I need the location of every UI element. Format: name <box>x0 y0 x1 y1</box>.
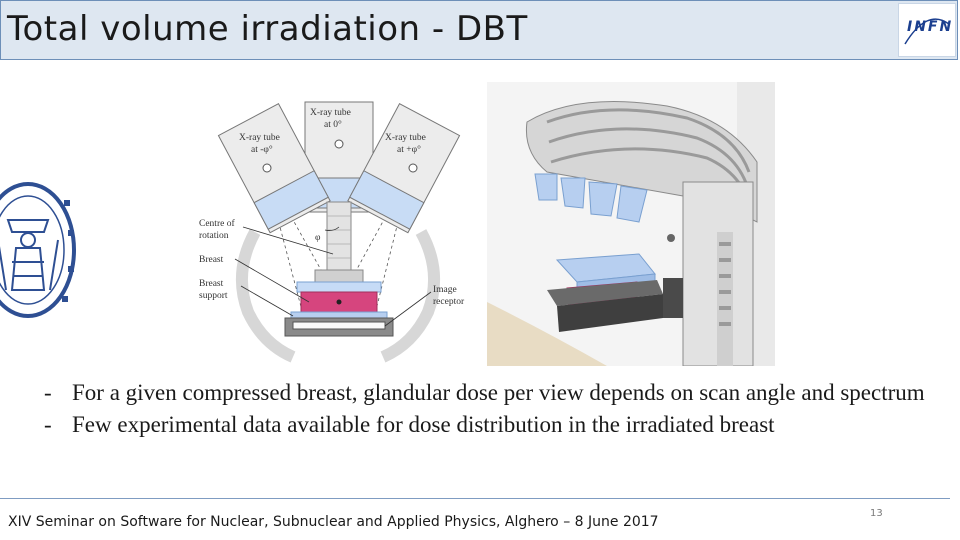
svg-text:at +φ°: at +φ° <box>397 144 421 155</box>
university-seal-icon <box>0 182 76 318</box>
footer-text: XIV Seminar on Software for Nuclear, Sub… <box>8 514 659 530</box>
label-tube-right: X-ray tube <box>385 133 426 143</box>
svg-text:support: support <box>199 291 228 301</box>
page-number: 13 <box>870 508 883 519</box>
bullet-list: - For a given compressed breast, glandul… <box>44 380 946 438</box>
label-breast-support: Breast <box>199 279 224 289</box>
bullet-dash: - <box>44 380 52 405</box>
dbt-geometry-diagram: X-ray tube at 0° X-ray tube at -φ° X-ray… <box>193 82 483 366</box>
svg-text:at -φ°: at -φ° <box>251 144 273 155</box>
infn-logo-text: INFN <box>907 19 954 35</box>
svg-text:receptor: receptor <box>433 297 465 307</box>
dbt-3d-render <box>487 82 775 367</box>
label-tube-center: X-ray tube <box>310 108 351 118</box>
label-image-receptor: Image <box>433 285 457 295</box>
bullet-text: Few experimental data available for dose… <box>72 412 775 437</box>
bullet-text: For a given compressed breast, glandular… <box>72 380 925 405</box>
slide-title: Total volume irradiation - DBT <box>7 9 528 49</box>
label-centre-rotation: Centre of <box>199 218 235 229</box>
label-phi: φ <box>315 233 321 243</box>
infn-logo: INFN <box>898 3 956 57</box>
bullet-dash: - <box>44 412 52 437</box>
svg-text:rotation: rotation <box>199 231 229 241</box>
label-breast: Breast <box>199 255 224 265</box>
svg-text:at 0°: at 0° <box>324 119 342 130</box>
title-bar: Total volume irradiation - DBT INFN <box>0 0 958 60</box>
footer-divider <box>0 498 950 499</box>
infn-logo-arc-icon <box>904 18 950 45</box>
bullet-item: - For a given compressed breast, glandul… <box>44 380 946 406</box>
label-tube-left: X-ray tube <box>239 133 280 143</box>
bullet-item: - Few experimental data available for do… <box>44 412 946 438</box>
